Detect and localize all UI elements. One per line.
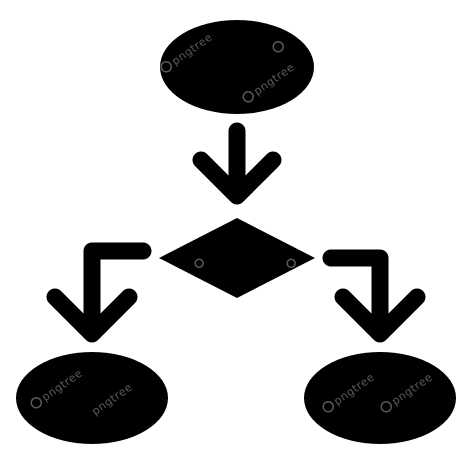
- right-outcome-node: [304, 352, 456, 444]
- arrow-decision-to-right-outcome: [322, 249, 426, 343]
- left-outcome-node: [16, 352, 168, 444]
- pngtree-logo-icon: [286, 258, 296, 269]
- pngtree-logo-icon: [322, 401, 334, 413]
- pngtree-logo-icon: [242, 91, 254, 103]
- decision-node: [159, 218, 315, 298]
- pngtree-logo-icon: [380, 401, 392, 413]
- pngtree-logo-icon: [160, 61, 172, 73]
- pngtree-logo-icon: [194, 258, 204, 269]
- pngtree-logo-icon: [30, 397, 42, 409]
- arrow-start-to-decision: [192, 122, 282, 205]
- arrow-decision-to-left-outcome: [46, 242, 152, 343]
- pngtree-logo-icon: [272, 41, 284, 53]
- start-node: [160, 20, 314, 114]
